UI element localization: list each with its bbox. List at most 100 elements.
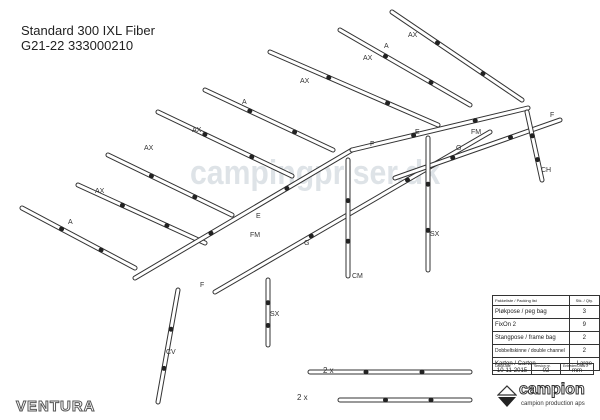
pole-clip xyxy=(202,131,208,137)
pole-clip xyxy=(411,132,417,138)
pole-clip xyxy=(192,194,198,200)
label-g: G xyxy=(304,240,309,247)
pole xyxy=(203,88,335,152)
part-labels: AX A AX AX A AX AX AX A E FM F G CH SX C… xyxy=(68,32,554,356)
packing-item: Dobbeltskinne / double channel xyxy=(492,344,570,358)
pole-clip xyxy=(345,198,351,204)
pole-clip xyxy=(480,71,486,77)
unit-value: mm xyxy=(572,368,582,374)
pole-clip xyxy=(425,181,431,187)
pole-clip xyxy=(385,100,391,106)
pole-clip xyxy=(249,154,255,160)
pole-clip xyxy=(292,129,298,135)
label-e: E xyxy=(415,129,420,136)
pole-clip xyxy=(326,75,332,81)
label-sx: SX xyxy=(430,231,440,238)
pole xyxy=(350,106,530,152)
pole xyxy=(390,10,524,102)
pole-clip xyxy=(535,157,540,163)
label-fm: FM xyxy=(250,232,260,239)
campion-logo: campion campion production aps xyxy=(496,381,585,413)
version-label: Version nr. xyxy=(534,364,551,368)
label-cv: CV xyxy=(166,349,176,356)
label-ax: AX xyxy=(408,32,418,39)
pole-clip xyxy=(161,365,167,371)
pole-clip xyxy=(435,40,440,46)
label-f: F xyxy=(200,282,204,289)
pole-clip xyxy=(247,108,253,114)
campion-subtitle: campion production aps xyxy=(521,401,585,407)
label-e: E xyxy=(256,213,261,220)
label-ch: CH xyxy=(541,167,551,174)
label-f: F xyxy=(550,112,554,119)
pole-clip xyxy=(265,323,271,328)
title-line-2: G21-22 333000210 xyxy=(21,38,134,53)
pole xyxy=(156,288,180,404)
label-ax: AX xyxy=(192,127,202,134)
qty-row-1: 2 x xyxy=(323,366,334,375)
pole-clip xyxy=(59,226,65,232)
pole-clip xyxy=(383,53,388,59)
pole-clip xyxy=(450,155,456,161)
pole-clip xyxy=(419,369,425,375)
pole-clip xyxy=(265,300,271,306)
pole-clip xyxy=(383,397,388,403)
packing-qty: 9 xyxy=(568,318,600,332)
page-title: Standard 300 IXL Fiber G21-22 333000210 xyxy=(21,23,155,53)
pole-clip xyxy=(428,80,434,85)
unit-label: Enheder/Units xyxy=(563,364,586,368)
date-value: 10-11-2015 xyxy=(496,368,528,374)
label-a: A xyxy=(384,43,389,50)
pole-clip xyxy=(425,227,431,233)
pole-clip xyxy=(98,247,104,253)
campion-wordmark: campion xyxy=(519,381,586,399)
packing-item: Stangpose / frame bag xyxy=(492,331,570,345)
pole-clip xyxy=(308,233,314,239)
packing-qty: 2 xyxy=(568,331,600,345)
label-f: F xyxy=(370,141,374,148)
date-label: Dato/Date xyxy=(495,364,511,368)
packing-item: FixOn 2 xyxy=(492,318,570,332)
label-a: A xyxy=(68,219,73,226)
pole xyxy=(525,110,544,182)
version-value: 02 xyxy=(542,368,550,374)
pole xyxy=(133,148,354,280)
pole xyxy=(20,206,137,270)
label-ax: AX xyxy=(300,78,310,85)
packing-item: Pløkpose / peg bag xyxy=(492,305,570,319)
qty-row-2: 2 x xyxy=(297,393,308,402)
pole xyxy=(268,50,440,127)
pole xyxy=(76,183,207,245)
ventura-logo: VENTURA xyxy=(16,398,96,416)
label-sx: SX xyxy=(270,311,280,318)
pole-clip xyxy=(508,134,513,140)
pole-clip xyxy=(208,230,214,236)
packing-qty: 2 xyxy=(568,344,600,358)
packing-qty: 3 xyxy=(568,305,600,319)
pole-clip xyxy=(472,118,478,124)
packing-header-item: Pakkeliste / Packing list xyxy=(492,295,570,306)
label-a: A xyxy=(242,99,247,106)
poles xyxy=(19,9,563,405)
label-cm: CM xyxy=(352,273,363,280)
pole-clip xyxy=(284,185,290,191)
label-ax: AX xyxy=(144,145,154,152)
label-g: G xyxy=(456,145,461,152)
pole xyxy=(338,28,472,107)
pole-clip xyxy=(529,133,535,139)
label-fm: FM xyxy=(471,129,481,136)
packing-header-qty: Stk. / Qty. xyxy=(568,295,600,306)
pole-clip xyxy=(428,397,434,403)
pole-clip xyxy=(119,202,125,208)
label-ax: AX xyxy=(95,188,105,195)
label-ax: AX xyxy=(363,55,373,62)
campion-triangle-icon xyxy=(496,385,518,407)
pole xyxy=(156,110,294,178)
